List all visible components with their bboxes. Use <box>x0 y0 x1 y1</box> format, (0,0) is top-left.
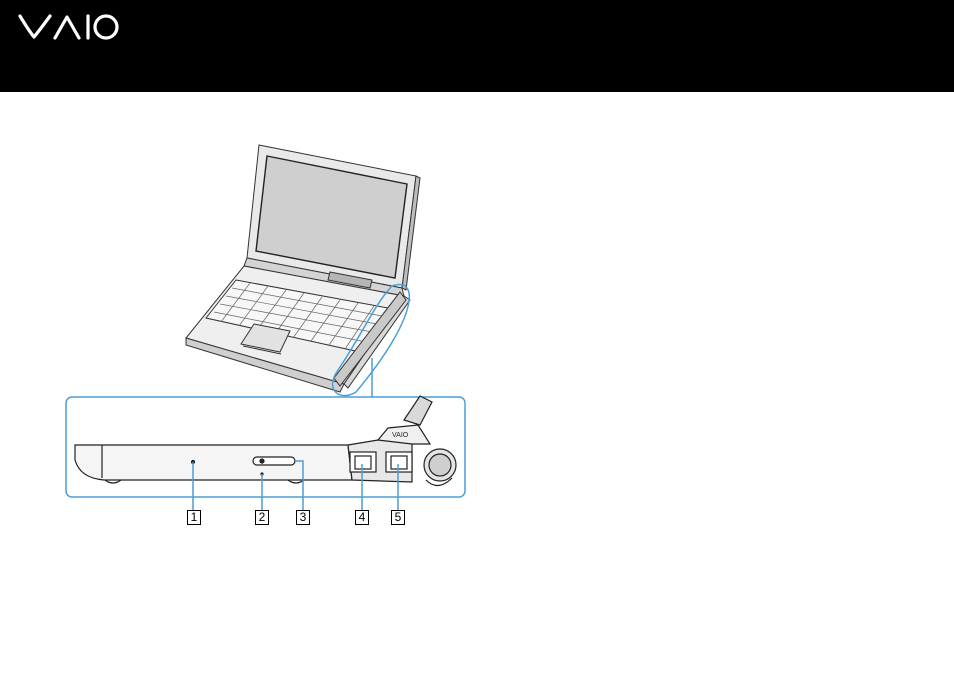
callout-1: 1 <box>187 510 201 525</box>
callout-3: 3 <box>296 510 310 525</box>
callout-5: 5 <box>391 510 405 525</box>
callout-4: 4 <box>355 510 369 525</box>
laptop-figure: VAIO <box>0 92 954 673</box>
side-detail: VAIO <box>75 396 456 486</box>
callout-2: 2 <box>255 510 269 525</box>
svg-text:VAIO: VAIO <box>392 432 409 439</box>
brand-logo-text: VAIO <box>0 0 1 1</box>
laptop-overview <box>186 145 420 397</box>
drive-eject-button <box>253 457 295 465</box>
header-bar: VAIO <box>0 0 954 92</box>
vaio-logo <box>17 11 121 41</box>
